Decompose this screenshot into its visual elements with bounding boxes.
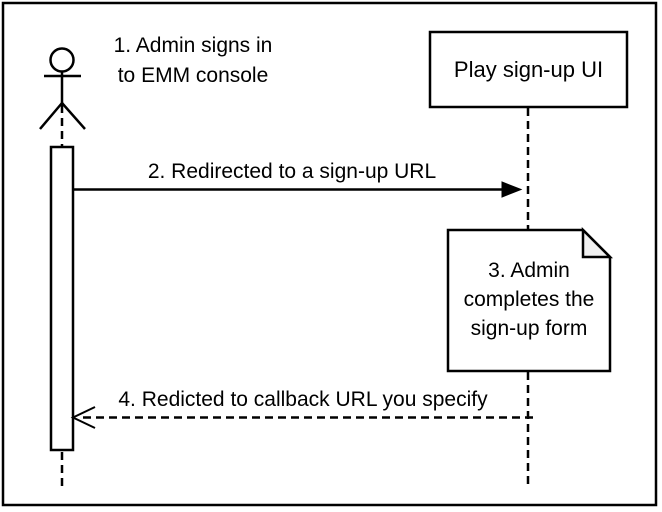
message-4-arrowhead-icon bbox=[70, 406, 96, 429]
message-2-arrowhead-icon bbox=[501, 181, 523, 198]
note-label-line1: 3. Admin bbox=[488, 259, 570, 282]
note-shape bbox=[446, 228, 612, 373]
message-4-label: 4. Redicted to callback URL you specify bbox=[118, 388, 488, 411]
actor-activation-bar bbox=[49, 145, 75, 452]
participant-box bbox=[428, 30, 629, 109]
actor-icon bbox=[39, 47, 86, 130]
note-label: 3. Admin completes the sign-up form bbox=[448, 256, 610, 343]
message-1-label-line1: 1. Admin signs in bbox=[113, 34, 273, 57]
message-1-label: 1. Admin signs in to EMM console bbox=[93, 31, 293, 91]
message-1-label-line2: to EMM console bbox=[117, 64, 269, 87]
participant-label: Play sign-up UI bbox=[453, 56, 604, 82]
note-label-line2: completes the bbox=[463, 288, 595, 311]
message-2-label: 2. Redirected to a sign-up URL bbox=[147, 160, 437, 183]
note-label-line3: sign-up form bbox=[470, 317, 588, 340]
note-fold-icon bbox=[581, 226, 614, 259]
actor-head-icon bbox=[49, 47, 75, 73]
actor-right-leg-icon bbox=[61, 102, 86, 130]
actor-left-leg-icon bbox=[39, 102, 63, 130]
